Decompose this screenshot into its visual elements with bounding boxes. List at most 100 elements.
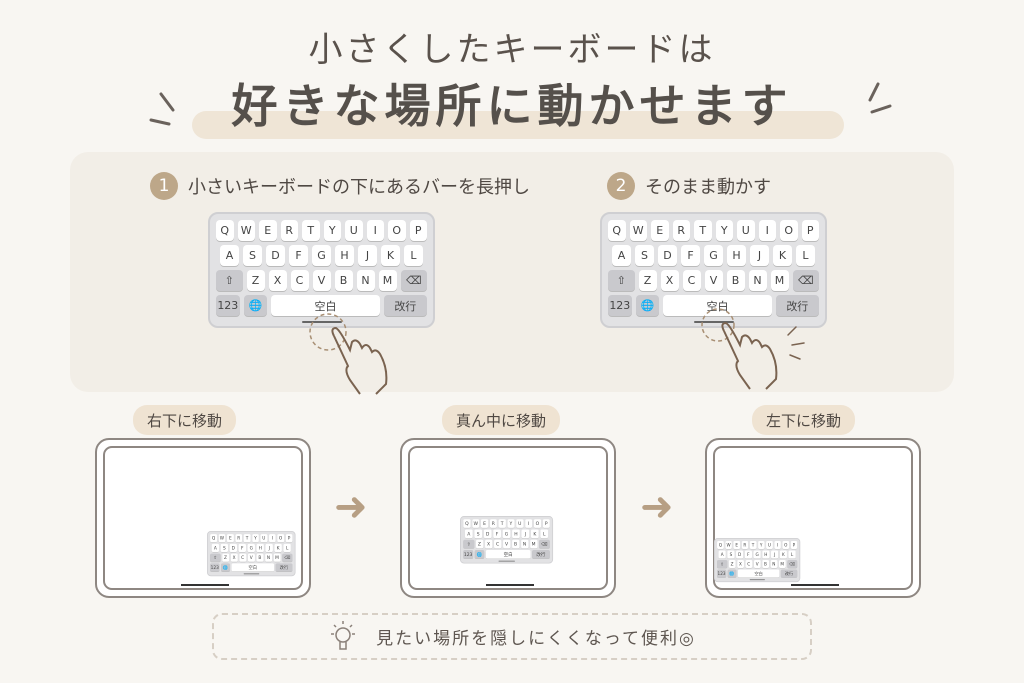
key-s[interactable]: S [474, 529, 483, 539]
key-h[interactable]: H [335, 245, 354, 266]
key-g[interactable]: G [247, 543, 255, 553]
key-g[interactable]: G [502, 529, 511, 539]
key-z[interactable]: Z [638, 270, 657, 291]
key-r[interactable]: R [741, 541, 749, 550]
key-y[interactable]: Y [323, 220, 341, 241]
key-y[interactable]: Y [507, 519, 515, 528]
key-k[interactable]: K [530, 529, 539, 539]
key-e[interactable]: E [651, 220, 669, 241]
key-j[interactable]: J [750, 245, 769, 266]
key-f[interactable]: F [744, 550, 752, 559]
key-h[interactable]: H [512, 529, 520, 539]
return-key[interactable]: 改行 [775, 295, 819, 316]
key-l[interactable]: L [796, 245, 815, 266]
key-f[interactable]: F [681, 245, 700, 266]
key-r[interactable]: R [235, 534, 243, 543]
key-l[interactable]: L [788, 550, 796, 559]
key-p[interactable]: P [285, 534, 293, 543]
key-z[interactable]: Z [475, 539, 484, 549]
key-b[interactable]: B [762, 560, 769, 569]
key-c[interactable]: C [493, 539, 502, 549]
key-k[interactable]: K [381, 245, 400, 266]
key-y[interactable]: Y [757, 541, 765, 550]
key-d[interactable]: D [266, 245, 285, 266]
key-q[interactable]: Q [210, 534, 217, 543]
key-e[interactable]: E [480, 519, 489, 528]
key-c[interactable]: C [290, 270, 309, 291]
numbers-key[interactable]: 123 [717, 569, 727, 578]
key-x[interactable]: X [268, 270, 287, 291]
delete-icon[interactable]: ⌫ [538, 539, 550, 549]
key-i[interactable]: I [268, 534, 276, 543]
key-q[interactable]: Q [717, 541, 724, 550]
key-h[interactable]: H [762, 550, 770, 559]
key-a[interactable]: A [211, 543, 220, 553]
key-x[interactable]: X [660, 270, 679, 291]
key-d[interactable]: D [736, 550, 744, 559]
space-key[interactable]: 空白 [485, 550, 531, 559]
key-t[interactable]: T [749, 541, 757, 550]
key-m[interactable]: M [273, 553, 281, 562]
key-o[interactable]: O [533, 519, 541, 528]
key-m[interactable]: M [378, 270, 397, 291]
keyboard-drag-handle[interactable] [498, 560, 515, 562]
return-key[interactable]: 改行 [275, 563, 293, 572]
space-key[interactable]: 空白 [738, 569, 780, 578]
key-w[interactable]: W [218, 534, 226, 543]
key-u[interactable]: U [345, 220, 363, 241]
key-n[interactable]: N [356, 270, 375, 291]
key-x[interactable]: X [484, 539, 493, 549]
key-v[interactable]: V [753, 560, 761, 569]
key-a[interactable]: A [612, 245, 631, 266]
key-d[interactable]: D [658, 245, 677, 266]
key-t[interactable]: T [694, 220, 712, 241]
key-p[interactable]: P [801, 220, 819, 241]
key-o[interactable]: O [782, 541, 790, 550]
key-t[interactable]: T [498, 519, 506, 528]
key-o[interactable]: O [277, 534, 285, 543]
keyboard-drag-handle[interactable] [301, 321, 342, 323]
globe-icon[interactable]: 🌐 [474, 550, 485, 559]
key-l[interactable]: L [540, 529, 549, 539]
key-w[interactable]: W [472, 519, 480, 528]
key-q[interactable]: Q [216, 220, 234, 241]
key-y[interactable]: Y [252, 534, 259, 543]
key-e[interactable]: E [733, 541, 741, 550]
key-a[interactable]: A [464, 529, 473, 539]
key-s[interactable]: S [243, 245, 262, 266]
key-t[interactable]: T [243, 534, 251, 543]
globe-icon[interactable]: 🌐 [727, 569, 737, 578]
shift-icon[interactable]: ⇧ [210, 553, 221, 562]
key-t[interactable]: T [302, 220, 320, 241]
key-x[interactable]: X [736, 560, 744, 569]
key-n[interactable]: N [770, 560, 778, 569]
key-m[interactable]: M [770, 270, 789, 291]
key-k[interactable]: K [779, 550, 787, 559]
key-p[interactable]: P [409, 220, 427, 241]
key-j[interactable]: J [771, 550, 779, 559]
key-v[interactable]: V [502, 539, 511, 549]
key-l[interactable]: L [283, 543, 291, 553]
shift-icon[interactable]: ⇧ [607, 270, 635, 291]
key-v[interactable]: V [312, 270, 331, 291]
key-b[interactable]: B [334, 270, 353, 291]
key-r[interactable]: R [489, 519, 497, 528]
key-f[interactable]: F [238, 543, 246, 553]
key-c[interactable]: C [745, 560, 753, 569]
key-i[interactable]: I [366, 220, 384, 241]
numbers-key[interactable]: 123 [463, 550, 473, 559]
key-o[interactable]: O [388, 220, 406, 241]
key-m[interactable]: M [778, 560, 786, 569]
key-s[interactable]: S [635, 245, 654, 266]
shift-icon[interactable]: ⇧ [215, 270, 243, 291]
key-x[interactable]: X [230, 553, 238, 562]
key-g[interactable]: G [753, 550, 761, 559]
space-key[interactable]: 空白 [271, 295, 380, 316]
key-b[interactable]: B [726, 270, 745, 291]
keyboard-drag-handle[interactable] [749, 579, 765, 581]
key-b[interactable]: B [256, 553, 264, 562]
key-c[interactable]: C [682, 270, 701, 291]
key-n[interactable]: N [748, 270, 767, 291]
key-r[interactable]: R [672, 220, 690, 241]
globe-icon[interactable]: 🌐 [220, 563, 231, 572]
